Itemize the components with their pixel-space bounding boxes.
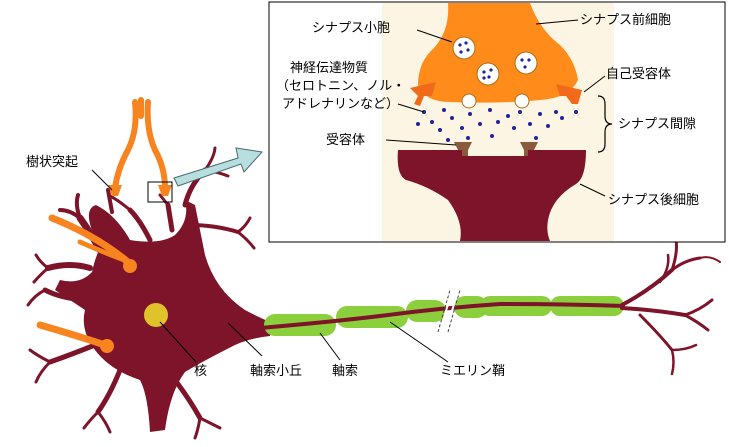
axon-terminal-branches [620,234,721,376]
vesicle-contents [458,41,531,80]
synaptic-cleft-bracket [597,95,613,153]
axon-break-edges [437,289,461,333]
dendrites [26,146,256,440]
label-postsynaptic-cell: シナプス後細胞 [608,193,699,208]
synaptic-vesicles [452,36,538,109]
label-synaptic-cleft: シナプス間隙 [618,117,696,132]
label-myelin: ミエリン鞘 [440,364,505,379]
zoom-arrow [173,147,263,187]
label-neurotransmitter-2: （セロトニン、ノル・ [276,79,405,94]
label-axon-hillock: 軸索小丘 [250,364,302,379]
label-receptor: 受容体 [326,132,365,148]
leader-lines [91,19,606,363]
label-autoreceptor: 自己受容体 [606,66,671,82]
label-synaptic-vesicle: シナプス小胞 [312,21,390,36]
label-axon: 軸索 [332,364,358,379]
postsynaptic-cell [397,150,586,241]
label-nucleus: 核 [194,364,207,379]
nucleus [144,303,168,327]
axon-break [439,289,459,333]
label-presynaptic-cell: シナプス前細胞 [580,12,671,28]
label-neurotransmitter-3: アドレナリンなど） [282,97,399,112]
axon-line [259,301,626,330]
axon-terminals [100,185,172,353]
presynaptic-terminal [418,3,578,103]
neurotransmitter-molecules [416,108,578,142]
label-dendrite: 樹状突起 [26,154,78,170]
autoreceptors [410,82,582,106]
zoom-region-box [147,181,173,203]
label-neurotransmitter-1: 神経伝達物質 [290,61,368,76]
